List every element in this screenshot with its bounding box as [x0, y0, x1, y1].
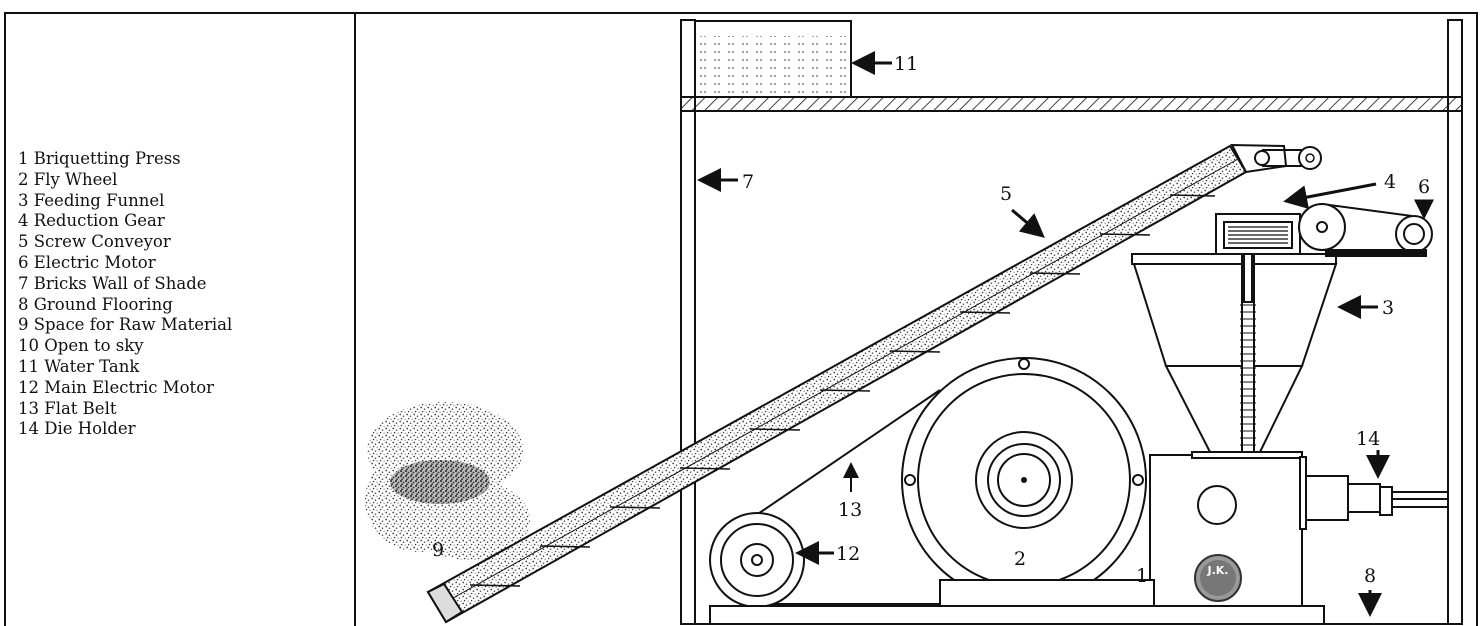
legend-item: 6 Electric Motor — [18, 252, 156, 272]
callout-4: 4 — [1384, 171, 1396, 193]
callout-11: 11 — [894, 53, 918, 75]
gear-electric-motor — [1298, 203, 1433, 257]
water-tank — [694, 20, 852, 98]
logo-text: J.K. — [1207, 564, 1229, 577]
legend-item: 10 Open to sky — [18, 336, 144, 356]
legend-item: 1 Briquetting Press — [18, 149, 181, 168]
callout-2: 2 — [1014, 548, 1026, 570]
roof-slab — [680, 96, 1463, 112]
diagram-frame — [4, 12, 1478, 626]
callout-13: 13 — [838, 499, 862, 521]
callout-1: 1 — [1136, 565, 1148, 587]
legend-item: 11 Water Tank — [18, 356, 140, 376]
legend-panel: 1 Briquetting Press 2 Fly Wheel 3 Feedin… — [4, 12, 356, 626]
feeding-funnel — [1131, 249, 1338, 453]
fly-wheel — [901, 357, 1147, 603]
legend-item: 14 Die Holder — [18, 419, 136, 439]
legend-item: 2 Fly Wheel — [18, 169, 118, 189]
jk-logo: J.K. — [1194, 554, 1242, 602]
legend-item: 8 Ground Flooring — [18, 294, 173, 314]
legend-item: 13 Flat Belt — [18, 398, 117, 418]
callout-5: 5 — [1000, 183, 1012, 205]
legend-item: 3 Feeding Funnel — [18, 190, 165, 210]
callout-9: 9 — [432, 539, 444, 561]
raw-material-pile — [365, 402, 530, 560]
callout-6: 6 — [1418, 176, 1430, 198]
screw-conveyor — [426, 143, 1322, 624]
callout-3: 3 — [1382, 297, 1394, 319]
legend-item: 12 Main Electric Motor — [18, 377, 215, 397]
legend-item: 4 Reduction Gear — [18, 211, 165, 231]
legend-item: 9 Space for Raw Material — [18, 315, 233, 335]
legend-list: 1 Briquetting Press 2 Fly Wheel 3 Feedin… — [18, 149, 232, 440]
legend-item: 5 Screw Conveyor — [18, 232, 171, 252]
legend-item: 7 Bricks Wall of Shade — [18, 273, 207, 293]
callout-8: 8 — [1364, 565, 1376, 587]
callout-12: 12 — [836, 543, 860, 565]
callouts: 11 7 5 4 6 3 14 13 12 2 1 9 8 — [432, 51, 1434, 617]
callout-7: 7 — [742, 171, 754, 193]
callout-14: 14 — [1356, 428, 1380, 450]
reduction-gear — [1215, 213, 1301, 255]
